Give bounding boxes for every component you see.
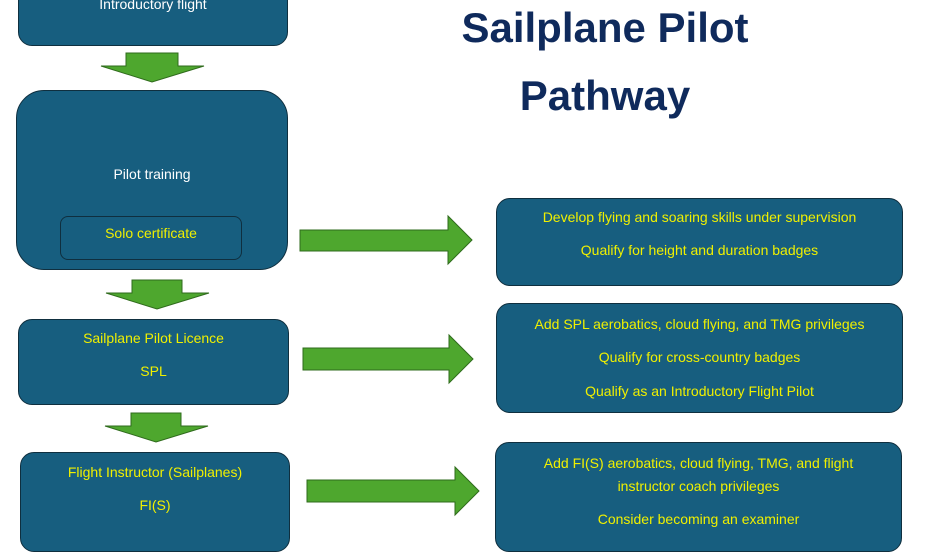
down-arrow: [100, 52, 205, 83]
down-arrow: [105, 279, 210, 310]
detail-training: Develop flying and soaring skills under …: [496, 198, 903, 286]
diagram-title-line1: Sailplane Pilot: [461, 4, 749, 51]
detail-item: instructor coach privileges: [617, 478, 780, 494]
stage-label: Sailplane Pilot Licence: [83, 330, 224, 346]
solo-certificate-box: Solo certificate: [60, 216, 242, 260]
right-arrow: [306, 465, 480, 517]
detail-spl: Add SPL aerobatics, cloud flying, and TM…: [496, 303, 903, 413]
stage-pilot-training: Pilot training Solo certificate: [16, 90, 288, 270]
right-arrow: [299, 214, 473, 266]
detail-fis: Add FI(S) aerobatics, cloud flying, TMG,…: [495, 442, 902, 552]
stage-spl: Sailplane Pilot Licence SPL: [18, 319, 289, 405]
detail-item: Qualify for height and duration badges: [580, 242, 819, 258]
stage-abbr: SPL: [140, 363, 167, 379]
solo-certificate-label: Solo certificate: [105, 225, 197, 241]
detail-item: Develop flying and soaring skills under …: [542, 209, 857, 225]
detail-item: Qualify as an Introductory Flight Pilot: [585, 383, 814, 399]
diagram-title-line2: Pathway: [519, 72, 691, 119]
stage-introductory-flight: Introductory flight: [18, 0, 288, 46]
detail-item: Add SPL aerobatics, cloud flying, and TM…: [534, 316, 865, 332]
detail-item: Qualify for cross-country badges: [598, 349, 801, 365]
stage-fis: Flight Instructor (Sailplanes) FI(S): [20, 452, 290, 552]
down-arrow: [104, 412, 209, 443]
stage-label: Introductory flight: [99, 0, 207, 12]
right-arrow: [302, 333, 474, 385]
detail-item: Consider becoming an examiner: [597, 511, 800, 527]
stage-label: Pilot training: [113, 166, 191, 182]
stage-abbr: FI(S): [139, 497, 171, 513]
detail-item: Add FI(S) aerobatics, cloud flying, TMG,…: [543, 455, 854, 471]
stage-label: Flight Instructor (Sailplanes): [67, 464, 243, 480]
